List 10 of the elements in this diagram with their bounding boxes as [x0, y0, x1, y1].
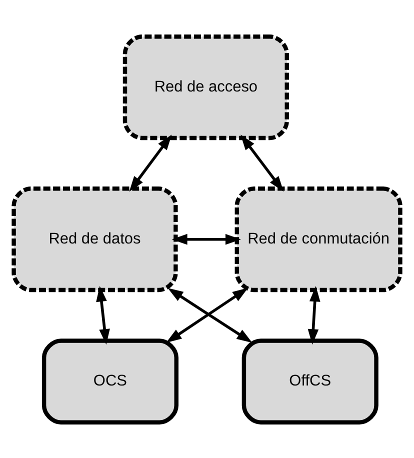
- arrow: [308, 286, 320, 344]
- arrow: [96, 286, 110, 344]
- arrow: [240, 134, 284, 192]
- arrow: [172, 233, 241, 244]
- node-box: Red de conmutación: [234, 186, 402, 292]
- node-box: OffCS: [242, 338, 378, 424]
- node-box: Red de datos: [12, 186, 178, 292]
- node-box: Red de acceso: [122, 34, 289, 140]
- node-box: OCS: [42, 338, 178, 424]
- arrow: [129, 134, 172, 192]
